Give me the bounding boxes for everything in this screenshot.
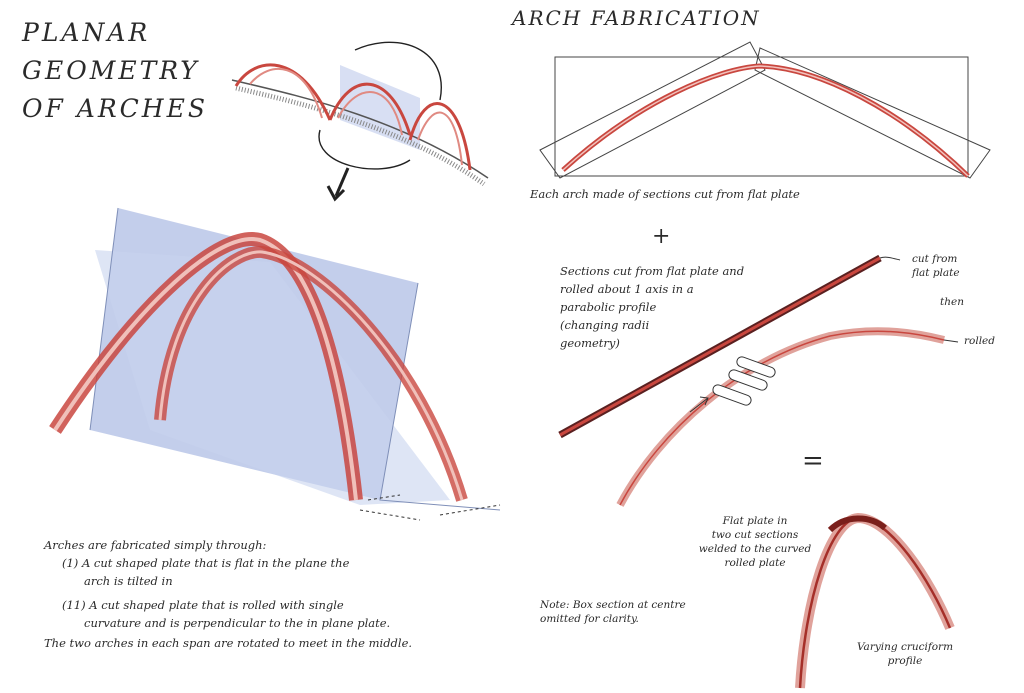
cruciform-line-2: profile xyxy=(887,655,923,667)
then-label: then xyxy=(940,296,964,308)
title-line-2: GEOMETRY xyxy=(22,56,200,85)
caption-flat-plate: Each arch made of sections cut from flat… xyxy=(530,187,800,201)
cruciform-arch xyxy=(795,512,955,689)
roller-icon xyxy=(712,356,776,406)
item-2-line-2: curvature and is perpendicular to the in… xyxy=(84,616,391,630)
main-arch-front-highlight xyxy=(53,237,358,501)
explanation-summary: The two arches in each span are rotated … xyxy=(44,636,413,650)
box-section-note: Note: Box section at centre omitted for … xyxy=(540,598,686,626)
rolled-plate-diagram xyxy=(558,254,959,507)
flat-plate-line-1: Flat plate in xyxy=(722,515,788,527)
rolled-line-4: (changing radii xyxy=(560,318,650,332)
roller-arrow-head xyxy=(699,396,709,406)
flat-plate-line-4: rolled plate xyxy=(724,557,786,569)
fab-arch-highlight xyxy=(562,65,969,177)
straight-cut-plate-face xyxy=(559,256,881,437)
flat-plate-note: Flat plate in two cut sections welded to… xyxy=(690,514,820,570)
fab-left-plate xyxy=(539,41,766,179)
fab-arch xyxy=(561,63,970,178)
bridge-plane xyxy=(340,65,420,150)
bridge-arch-3b xyxy=(417,111,463,166)
flat-plate-line-2: two cut sections xyxy=(711,529,799,541)
title-line-3: OF ARCHES xyxy=(22,94,208,123)
bridge-arch-2b xyxy=(337,91,403,136)
cut-from-line-2: flat plate xyxy=(912,267,960,279)
planar-arch-illustration xyxy=(49,207,501,521)
rotation-arc-top xyxy=(354,41,442,101)
box-note-line-2: omitted for clarity. xyxy=(540,613,639,625)
rolled-plate xyxy=(616,327,945,507)
rolled-line-3: parabolic profile xyxy=(560,300,657,314)
flat-plate-line-3: welded to the curved xyxy=(698,543,812,555)
explanation-intro: Arches are fabricated simply through: xyxy=(44,538,267,552)
dim-line-3 xyxy=(439,504,501,516)
item-2-line-1: (11) A cut shaped plate that is rolled w… xyxy=(62,598,344,612)
down-arrow-head xyxy=(326,185,346,202)
plane-edge-right xyxy=(379,282,501,511)
diagram-title: PLANAR GEOMETRY OF ARCHES xyxy=(22,14,208,128)
box-note-line-1: Note: Box section at centre xyxy=(540,599,686,611)
bridge-arch-1 xyxy=(234,63,332,121)
title-line-1: PLANAR xyxy=(22,18,151,47)
cut-from-line-1: cut from xyxy=(912,253,958,265)
rolled-description: Sections cut from flat plate and rolled … xyxy=(560,262,744,352)
plus-sign: + xyxy=(652,224,671,249)
bridge-sketch xyxy=(231,41,489,202)
bridge-arch-3 xyxy=(408,102,472,171)
equals-sign: = xyxy=(802,446,824,476)
plane-edge-left xyxy=(89,207,119,431)
bridge-arch-1b xyxy=(249,67,323,119)
item-1-line-1: (1) A cut shaped plate that is flat in t… xyxy=(62,556,350,570)
rolled-line-2: rolled about 1 axis in a xyxy=(560,282,694,296)
cut-from-leader xyxy=(879,256,901,261)
rolled-leader xyxy=(943,339,959,343)
cruciform-line-1: Varying cruciform xyxy=(856,641,954,653)
bridge-deck-edge xyxy=(231,79,489,179)
rolled-line-5: geometry) xyxy=(560,336,620,350)
down-arrow-shaft xyxy=(334,167,350,197)
dim-line-1 xyxy=(367,494,401,501)
fabrication-diagram xyxy=(539,41,991,179)
explanation-block: Arches are fabricated simply through: (1… xyxy=(44,536,514,652)
cruciform-crown xyxy=(827,515,887,533)
main-arch-back-highlight xyxy=(158,250,464,501)
rolled-line-1: Sections cut from flat plate and xyxy=(560,264,745,278)
dim-line-2 xyxy=(359,509,421,521)
explanation-item-2: (11) A cut shaped plate that is rolled w… xyxy=(44,596,514,632)
fab-box xyxy=(554,56,969,177)
cruciform-label: Varying cruciform profile xyxy=(850,640,960,668)
bridge-arch-2 xyxy=(328,82,412,136)
fabrication-title: ARCH FABRICATION xyxy=(512,6,761,30)
rotation-arc-bottom xyxy=(318,129,411,170)
item-1-line-2: arch is tilted in xyxy=(84,574,173,588)
rolled-plate-edge xyxy=(619,330,945,506)
rolled-label: rolled xyxy=(964,335,995,347)
cut-from-label: cut from flat plate xyxy=(912,252,960,280)
roller-arrow xyxy=(689,397,709,413)
explanation-item-1: (1) A cut shaped plate that is flat in t… xyxy=(44,554,514,590)
fab-right-plate xyxy=(754,47,991,179)
